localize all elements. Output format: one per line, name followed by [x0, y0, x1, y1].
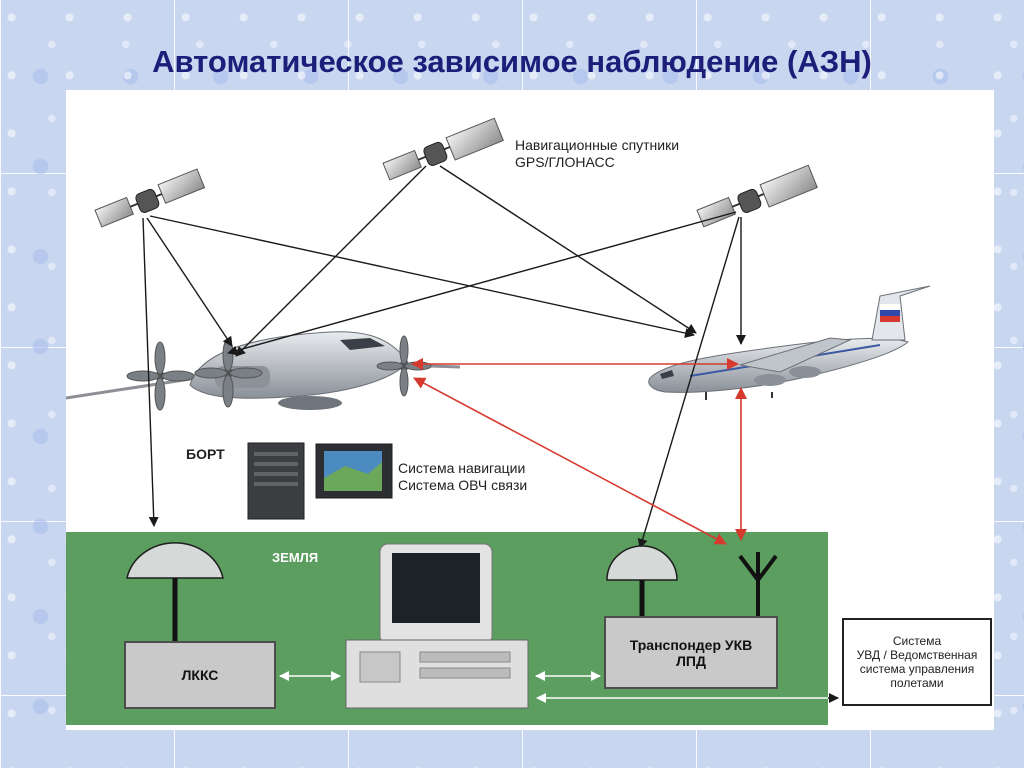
satellites-label: Навигационные спутники GPS/ГЛОНАСС: [515, 137, 679, 171]
satellite-center: [382, 117, 504, 181]
jet-aircraft: [648, 285, 931, 400]
transponder-dish: [606, 545, 678, 616]
navigation-arrows: [142, 165, 746, 549]
ground-computer: [345, 543, 529, 709]
atc-system-box: Система УВД / Ведомственная система упра…: [842, 618, 992, 706]
atc-label-line1: Система: [892, 634, 942, 648]
ground-links: [279, 671, 838, 703]
satellites-label-line1: Навигационные спутники: [515, 137, 680, 153]
satellites-label-line2: GPS/ГЛОНАСС: [515, 154, 615, 170]
transponder-label-line1: Транспондер УКВ: [629, 636, 753, 653]
board-label: БОРТ: [186, 446, 225, 462]
ground-label: ЗЕМЛЯ: [272, 550, 319, 565]
lkks-box: ЛККС: [124, 641, 276, 709]
page-title: Автоматическое зависимое наблюдение (АЗН…: [152, 44, 872, 79]
vhf-antenna: [738, 552, 778, 616]
atc-label-line4: полетами: [890, 676, 944, 690]
atc-label-line2: УВД / Ведомственная: [856, 648, 978, 662]
onboard-systems-label: Система навигации Система ОВЧ связи: [398, 460, 527, 494]
onboard-equipment: [247, 442, 393, 520]
satellite-right: [696, 164, 818, 228]
vhf-system-label: Система ОВЧ связи: [398, 477, 528, 493]
datalink-arrows: [411, 358, 747, 545]
nav-system-label: Система навигации: [398, 460, 526, 476]
transponder-label-line2: ЛПД: [676, 652, 706, 669]
atc-label-line3: система управления: [859, 662, 975, 676]
lkks-dish: [126, 542, 224, 642]
transponder-box: Транспондер УКВ ЛПД: [604, 616, 778, 689]
satellite-left: [94, 168, 206, 228]
